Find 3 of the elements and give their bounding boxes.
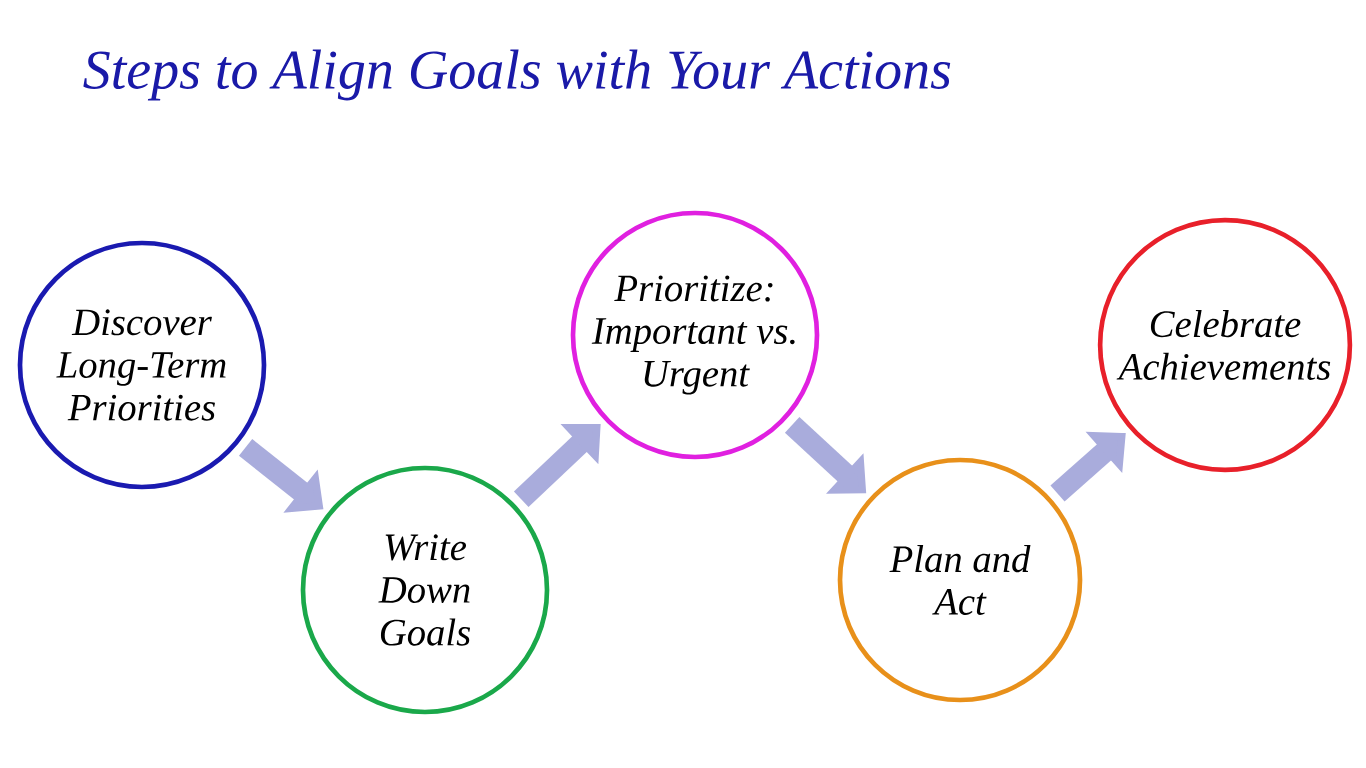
- title: Steps to Align Goals with Your Actions: [83, 49, 951, 101]
- block-arrow: [1050, 431, 1126, 502]
- block-arrow: [513, 424, 601, 507]
